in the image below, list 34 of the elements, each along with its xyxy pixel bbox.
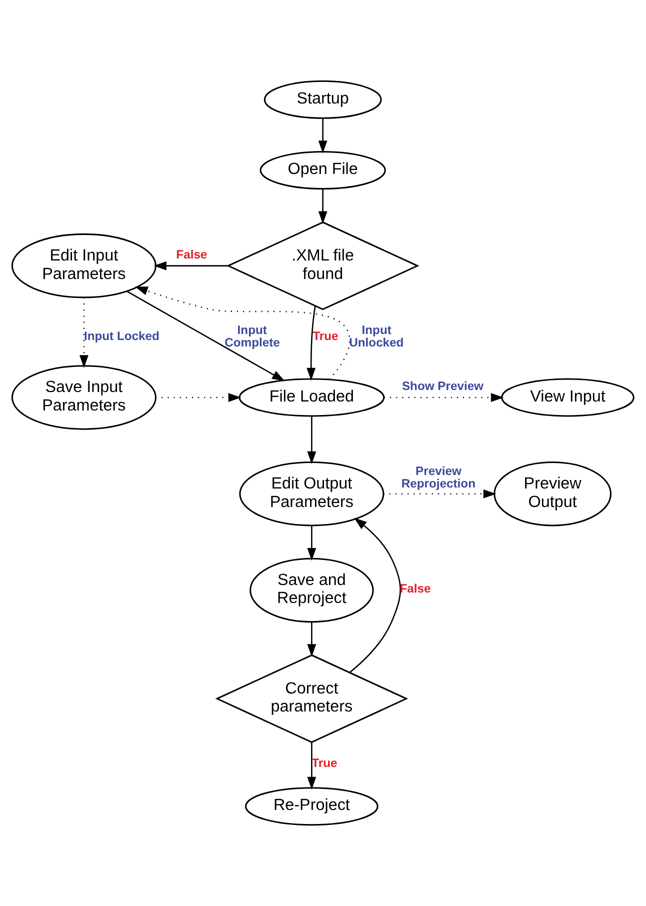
node-diamond: .XML file found	[226, 221, 420, 310]
edge-label: Input Locked	[84, 328, 160, 343]
node-ellipse: Save and Reproject	[250, 558, 374, 623]
edge-label: Input Unlocked	[349, 323, 404, 350]
edge-label: Preview Reprojection	[401, 464, 476, 490]
node-ellipse: Startup	[264, 80, 382, 119]
arrow	[306, 306, 316, 381]
arrow	[384, 393, 504, 402]
arrow	[307, 742, 316, 790]
edge-label: False	[176, 247, 208, 262]
edge-label: True	[312, 328, 338, 343]
arrow	[307, 622, 316, 657]
node-ellipse: Preview Output	[494, 462, 612, 526]
edge-label: Show Preview	[402, 379, 484, 394]
edge-label: Input Complete	[224, 323, 280, 350]
arrow	[156, 393, 242, 402]
arrow	[126, 290, 285, 382]
arrow	[383, 489, 496, 498]
node-ellipse: Save Input Parameters	[11, 365, 156, 430]
arrow	[318, 118, 328, 154]
arrow	[134, 286, 350, 380]
node-ellipse: File Loaded	[238, 378, 385, 417]
node-ellipse: Edit Input Parameters	[11, 233, 156, 298]
node-ellipse: Open File	[260, 151, 386, 190]
arrow	[307, 526, 316, 561]
node-ellipse: View Input	[501, 378, 634, 417]
arrow	[80, 298, 88, 368]
arrow	[307, 416, 316, 464]
arrow	[154, 261, 228, 270]
arrow	[349, 518, 401, 673]
node-ellipse: Re-Project	[245, 787, 378, 826]
node-ellipse: Edit Output Parameters	[239, 462, 384, 526]
node-diamond: Correct parameters	[215, 654, 408, 744]
arrow	[318, 189, 328, 224]
